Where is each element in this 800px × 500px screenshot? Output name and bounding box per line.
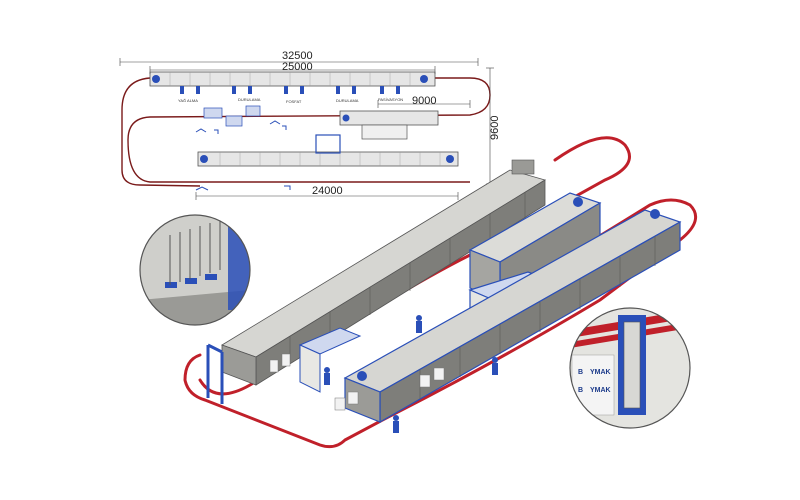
iso-pretreatment-end-unit — [511, 159, 535, 175]
iso-curing-oven-fan-right — [650, 209, 660, 219]
plan-hook-markers — [195, 120, 287, 134]
operator-4 — [393, 415, 399, 433]
detail-brand-line-1: YMAK — [590, 369, 611, 376]
iso-entry-frame — [206, 343, 224, 404]
operator-3 — [492, 357, 498, 375]
station-label-1: DURULAMA — [238, 97, 261, 102]
detail-right-rim — [569, 307, 691, 429]
detail-circle-right: B YMAK B YMAK — [569, 307, 691, 429]
detail-brand-line-2: B — [578, 387, 583, 394]
plan-turn-wheel-left — [152, 75, 160, 83]
iso-drying-oven-fan — [573, 197, 583, 207]
plan-station-tanks — [180, 86, 400, 94]
plan-dimension-lines — [119, 58, 494, 200]
plan-middle-booths — [203, 105, 261, 127]
dimension-overall: 32500 — [282, 50, 313, 62]
station-label-3: DURULAMA — [336, 98, 359, 103]
plan-loading-marker — [195, 186, 209, 191]
isometric-view — [183, 136, 698, 449]
iso-curing-oven-fan-left — [357, 371, 367, 381]
plan-pretreatment-tunnel — [149, 71, 436, 87]
dimension-pretreatment: 25000 — [282, 61, 313, 73]
dimension-oven-offset: 9000 — [412, 95, 436, 107]
plan-drying-oven — [339, 110, 439, 126]
detail-left-rim — [139, 214, 251, 326]
plan-unloading-marker — [284, 185, 291, 190]
operator-figures — [324, 315, 498, 433]
plan-curing-oven — [197, 151, 459, 167]
operator-1 — [416, 315, 422, 333]
station-label-0: YAĞ ALMA — [178, 98, 198, 103]
plan-curing-wheel-right — [446, 155, 454, 163]
plan-turn-wheel-right — [420, 75, 428, 83]
plan-tunnel-ribs — [169, 72, 411, 86]
detail-circle-left — [139, 214, 251, 326]
iso-hanging-parts — [269, 353, 445, 411]
detail-brand-line-3: YMAK — [590, 387, 611, 394]
dimension-total-width: 9600 — [489, 116, 501, 140]
operator-2 — [324, 367, 330, 385]
plan-conveyor-loop — [121, 77, 491, 187]
detail-brand-line-0: B — [578, 369, 583, 376]
plan-curing-wheel-left — [200, 155, 208, 163]
plan-view: YAĞ ALMA DURULAMA FOSFAT DURULAMA PASİVA… — [119, 50, 501, 200]
plan-drying-oven-box — [361, 124, 408, 140]
plan-booth-frame — [315, 134, 341, 154]
plan-oven-wheel — [342, 114, 350, 122]
station-label-4: PASİVASYON — [378, 97, 403, 102]
dimension-lower-oven: 24000 — [312, 185, 343, 197]
iso-spray-booth-front — [299, 344, 321, 393]
station-label-2: FOSFAT — [286, 99, 302, 104]
plan-curing-ribs — [219, 152, 441, 166]
